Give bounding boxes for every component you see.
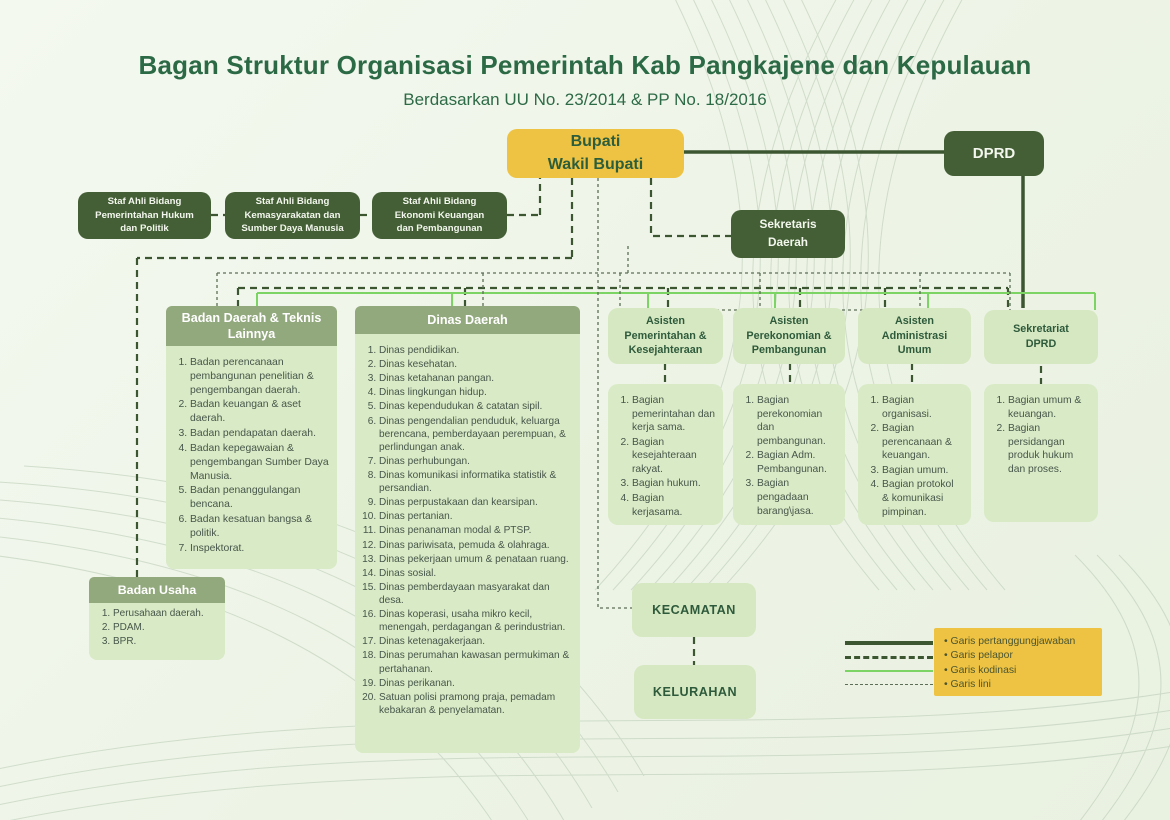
header-asisten-pemerintahan: Asisten Pemerintahan & Kesejahteraan xyxy=(608,308,723,364)
list-item: Bagian organisasi. xyxy=(882,394,963,421)
list-item: Perusahaan daerah. xyxy=(113,607,217,620)
list-item: Bagian kesejahteraan rakyat. xyxy=(632,436,715,477)
legend-label: Garis lini xyxy=(944,678,1096,692)
list-item: Dinas ketenagakerjaan. xyxy=(379,635,572,648)
list-item: Bagian umum. xyxy=(882,464,963,478)
list-item: Dinas komunikasi informatika statistik &… xyxy=(379,469,572,495)
list-item: Dinas perpustakaan dan kearsipan. xyxy=(379,496,572,509)
legend-label: Garis pertanggungjawaban xyxy=(944,635,1096,649)
list-item: Dinas pengendalian penduduk, keluarga be… xyxy=(379,415,572,454)
page-subtitle: Berdasarkan UU No. 23/2014 & PP No. 18/2… xyxy=(403,90,767,109)
list-item: Dinas pendidikan. xyxy=(379,344,572,357)
list-item: Dinas pariwisata, pemuda & olahraga. xyxy=(379,539,572,552)
list-badan-daerah: Badan perencanaan pembangunan penelitian… xyxy=(166,346,337,569)
list-item: Bagian Adm. Pembangunan. xyxy=(757,449,837,476)
header-badan-usaha: Badan Usaha xyxy=(89,577,225,603)
page-title: Bagan Struktur Organisasi Pemerintah Kab… xyxy=(138,50,1032,80)
list-item: Dinas kesehatan. xyxy=(379,358,572,371)
list-item: Satuan polisi pramong praja, pemadam keb… xyxy=(379,691,572,717)
list-item: Dinas kependudukan & catatan sipil. xyxy=(379,400,572,413)
list-item: Dinas pekerjaan umum & penataan ruang. xyxy=(379,553,572,566)
list-asisten-administrasi: Bagian organisasi.Bagian perencanaan & k… xyxy=(858,384,971,525)
header-asisten-perekonomian: Asisten Perekonomian & Pembangunan xyxy=(733,308,845,364)
node-dprd: DPRD xyxy=(944,131,1044,176)
list-item: Dinas perikanan. xyxy=(379,677,572,690)
header-badan-daerah: Badan Daerah & Teknis Lainnya xyxy=(166,306,337,346)
list-item: Inspektorat. xyxy=(190,542,329,556)
list-item: Badan perencanaan pembangunan penelitian… xyxy=(190,356,329,397)
list-item: Dinas sosial. xyxy=(379,567,572,580)
node-bupati: Bupati Wakil Bupati xyxy=(507,129,684,178)
list-item: Dinas ketahanan pangan. xyxy=(379,372,572,385)
list-item: Badan keuangan & aset daerah. xyxy=(190,398,329,426)
list-item: Badan kesatuan bangsa & politik. xyxy=(190,513,329,541)
list-item: Badan pendapatan daerah. xyxy=(190,427,329,441)
list-item: PDAM. xyxy=(113,621,217,634)
list-item: Bagian perekonomian dan pembangunan. xyxy=(757,394,837,448)
legend-label: Garis pelapor xyxy=(944,649,1096,663)
list-item: Bagian persidangan produk hukum dan pros… xyxy=(1008,422,1090,476)
legend-line-pelapor xyxy=(845,656,933,659)
legend: Garis pertanggungjawaban Garis pelapor G… xyxy=(934,628,1102,696)
node-staf-ahli-pemerintahan: Staf Ahli Bidang Pemerintahan Hukum dan … xyxy=(78,192,211,239)
node-kecamatan: KECAMATAN xyxy=(632,583,756,637)
legend-label: Garis kodinasi xyxy=(944,664,1096,678)
node-staf-ahli-kemasyarakatan: Staf Ahli Bidang Kemasyarakatan dan Sumb… xyxy=(225,192,360,239)
list-item: Dinas perumahan kawasan permukiman & per… xyxy=(379,649,572,675)
list-item: Dinas lingkungan hidup. xyxy=(379,386,572,399)
list-item: Badan penanggulangan bencana. xyxy=(190,484,329,512)
list-item: Dinas pertanian. xyxy=(379,510,572,523)
list-item: Bagian kerjasama. xyxy=(632,492,715,519)
list-asisten-pemerintahan: Bagian pemerintahan dan kerja sama.Bagia… xyxy=(608,384,723,525)
legend-line-pertanggungjawaban xyxy=(845,641,933,645)
list-item: Badan kepegawaian & pengembangan Sumber … xyxy=(190,442,329,483)
list-item: Dinas penanaman modal & PTSP. xyxy=(379,524,572,537)
list-item: Bagian umum & keuangan. xyxy=(1008,394,1090,421)
list-item: Bagian pengadaan barang\jasa. xyxy=(757,477,837,518)
list-item: Dinas perhubungan. xyxy=(379,455,572,468)
header-dinas-daerah: Dinas Daerah xyxy=(355,306,580,334)
list-item: Bagian hukum. xyxy=(632,477,715,491)
list-item: BPR. xyxy=(113,635,217,648)
list-item: Bagian pemerintahan dan kerja sama. xyxy=(632,394,715,435)
node-sekretaris-daerah: Sekretaris Daerah xyxy=(731,210,845,258)
list-item: Dinas koperasi, usaha mikro kecil, menen… xyxy=(379,608,572,634)
node-staf-ahli-ekonomi: Staf Ahli Bidang Ekonomi Keuangan dan Pe… xyxy=(372,192,507,239)
node-kelurahan: KELURAHAN xyxy=(634,665,756,719)
list-badan-usaha: Perusahaan daerah.PDAM.BPR. xyxy=(89,603,225,660)
list-item: Bagian perencanaan & keuangan. xyxy=(882,422,963,463)
list-sekretariat-dprd: Bagian umum & keuangan.Bagian persidanga… xyxy=(984,384,1098,522)
legend-line-kodinasi xyxy=(845,670,933,672)
list-asisten-perekonomian: Bagian perekonomian dan pembangunan.Bagi… xyxy=(733,384,845,525)
legend-line-lini xyxy=(845,684,933,685)
header-sekretariat-dprd: Sekretariat DPRD xyxy=(984,310,1098,364)
list-item: Dinas pemberdayaan masyarakat dan desa. xyxy=(379,581,572,607)
header-asisten-administrasi: Asisten Administrasi Umum xyxy=(858,308,971,364)
list-item: Bagian protokol & komunikasi pimpinan. xyxy=(882,478,963,519)
list-dinas-daerah: Dinas pendidikan.Dinas kesehatan.Dinas k… xyxy=(355,334,580,753)
